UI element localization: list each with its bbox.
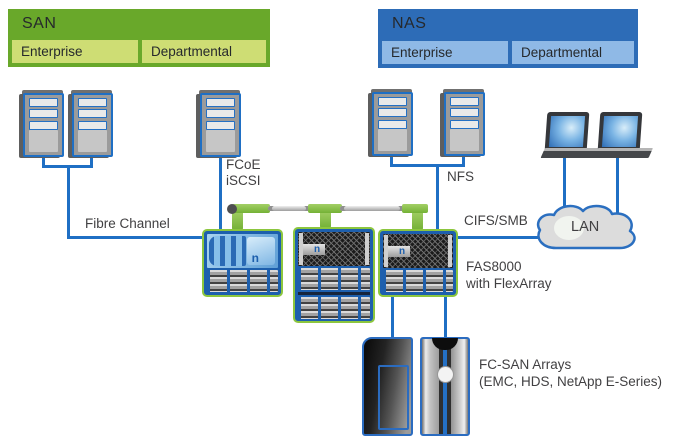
fas-controller-icon-3: n (378, 229, 458, 297)
laptop-icon-1 (540, 110, 601, 160)
fc-san-arrays-label: FC-SAN Arrays (EMC, HDS, NetApp E-Series… (479, 357, 663, 389)
disk-shelf-icon (383, 270, 453, 292)
san-title: SAN (22, 15, 57, 32)
nas-enterprise-tab: Enterprise (382, 41, 508, 64)
san-enterprise-tab: Enterprise (12, 40, 138, 63)
server-tower-icon-san-2 (72, 93, 113, 157)
server-tower-icon-nas-2 (444, 92, 485, 156)
fcoe-label: FCoE (226, 157, 261, 172)
disk-shelf-icon (207, 270, 278, 292)
wire-laptop2-lan (616, 156, 619, 220)
wire-nas-server1 (390, 154, 393, 167)
wire-nas-server2 (462, 154, 465, 167)
server-tower-icon-nas-1 (372, 92, 413, 156)
fcoe-iscsi-label: FCoE iSCSI (226, 157, 261, 189)
cloud-icon (532, 201, 644, 257)
wire-fibre-channel (67, 236, 204, 239)
iscsi-label: iSCSI (226, 173, 261, 188)
disk-slats (209, 236, 246, 266)
nas-group-box: NAS Enterprise Departmental (378, 9, 638, 68)
cluster-interconnect-stub-1 (232, 210, 243, 230)
cluster-link-rod-1 (268, 206, 310, 211)
wire-array-tower1 (391, 295, 394, 339)
wire-array-tower2 (444, 295, 447, 339)
fas-controller-icon-2: n (293, 227, 375, 323)
server-tower-icon-san-departmental (200, 93, 241, 157)
wire-san-trunk (67, 165, 70, 239)
lan-label: LAN (571, 219, 600, 235)
laptop-icon-2 (593, 110, 654, 160)
disk-shelf-icon (298, 297, 370, 319)
nas-title: NAS (392, 15, 427, 32)
wire-laptop1-lan (563, 156, 566, 212)
san-departmental-tab: Departmental (142, 40, 266, 63)
fas8000-label: FAS8000 with FlexArray (466, 259, 552, 291)
cluster-interconnect-icon (232, 204, 270, 213)
wire-fcoe-iscsi (219, 155, 222, 231)
cluster-port-dot (227, 204, 237, 214)
cluster-link-rod-2 (340, 206, 404, 211)
fc-san-array-icon-1 (362, 337, 413, 436)
netapp-logo: n (314, 243, 321, 255)
netapp-logo: n (251, 251, 259, 265)
fc-san-array-icon-2 (420, 337, 470, 436)
cluster-interconnect-seg-3 (402, 204, 428, 213)
server-tower-icon-san-1 (23, 93, 64, 157)
cluster-interconnect-stub-3 (412, 210, 423, 230)
cluster-interconnect-stub-2 (320, 210, 331, 228)
wire-nfs (436, 164, 439, 230)
nas-departmental-tab: Departmental (512, 41, 634, 64)
cifs-smb-label: CIFS/SMB (464, 213, 528, 228)
disk-shelf-icon (298, 268, 370, 290)
cluster-interconnect-seg-2 (308, 204, 342, 213)
netapp-logo: n (399, 245, 406, 257)
wire-nas-join (390, 164, 465, 167)
fibre-channel-label: Fibre Channel (85, 216, 170, 231)
wire-san-server2 (90, 155, 93, 168)
nfs-label: NFS (447, 169, 474, 184)
fas-controller-icon-1: n (202, 229, 283, 297)
wire-san-server1 (42, 155, 45, 168)
san-group-box: SAN Enterprise Departmental (8, 9, 270, 67)
wire-cifs-smb (458, 236, 546, 239)
